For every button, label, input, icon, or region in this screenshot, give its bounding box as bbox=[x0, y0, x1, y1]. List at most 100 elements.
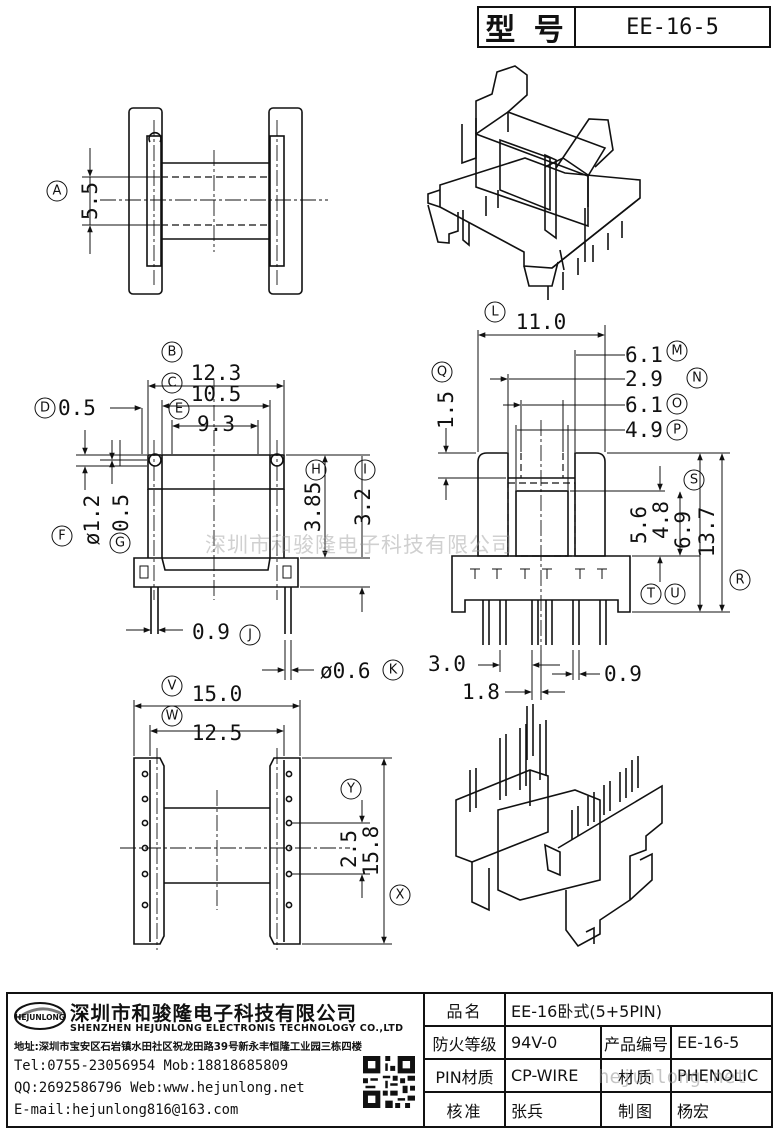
fire-rating-value: 94V-0 bbox=[506, 1027, 602, 1060]
dim-y-value: 2.5 bbox=[337, 830, 361, 868]
model-number: EE-16-5 bbox=[626, 14, 719, 40]
top-view bbox=[82, 107, 328, 295]
iso-view-top bbox=[427, 65, 641, 300]
dim-l-value: 11.0 bbox=[516, 310, 567, 334]
svg-text:C: C bbox=[167, 376, 176, 391]
model-label: 型 号 bbox=[479, 8, 576, 48]
side-view bbox=[76, 380, 370, 680]
dim-u-value: 6.9 bbox=[671, 511, 695, 549]
contact-web: QQ:2692586796 Web:www.hejunlong.net bbox=[14, 1080, 305, 1096]
svg-text:F: F bbox=[58, 529, 65, 544]
callout-e: E bbox=[168, 398, 190, 420]
callout-i: I bbox=[354, 459, 376, 481]
callout-y: Y bbox=[340, 778, 362, 800]
dim-t-value: 5.6 bbox=[627, 506, 651, 544]
company-name-en: SHENZHEN HEJUNLONG ELECTRONIS TECHNOLOGY… bbox=[70, 1023, 404, 1034]
callout-b: B bbox=[161, 341, 183, 363]
drafter-label: 制图 bbox=[602, 1093, 672, 1126]
dim-b-value: 12.3 bbox=[191, 361, 242, 385]
pin-material-value: CP-WIRE bbox=[506, 1060, 602, 1093]
contact-email: E-mail:hejunlong816@163.com bbox=[14, 1102, 239, 1118]
dim-p-value: 4.9 bbox=[625, 418, 663, 442]
title-block: HEJUNLONG 深圳市和骏隆电子科技有限公司 SHENZHEN HEJUNL… bbox=[6, 992, 773, 1128]
dim-r-value: 13.7 bbox=[695, 507, 719, 558]
dim-e-value: 9.3 bbox=[197, 412, 235, 436]
company-name-cn: 深圳市和骏隆电子科技有限公司 bbox=[70, 1002, 358, 1025]
dim-f-value: ø1.2 bbox=[80, 495, 104, 546]
spec-table: 品名 EE-16卧式(5+5PIN) 防火等级 94V-0 产品编号 EE-16… bbox=[425, 994, 771, 1126]
dim-i-value: 3.2 bbox=[351, 488, 375, 526]
fire-rating-label: 防火等级 bbox=[425, 1027, 506, 1060]
dim-w-value: 12.5 bbox=[192, 721, 243, 745]
svg-text:B: B bbox=[168, 345, 177, 360]
svg-text:O: O bbox=[672, 397, 682, 412]
contact-phones: Tel:0755-23056954 Mob:18818685809 bbox=[14, 1058, 288, 1074]
dim-h-value: 3.85 bbox=[301, 482, 325, 533]
svg-text:X: X bbox=[396, 888, 405, 903]
callout-k: K bbox=[382, 659, 404, 681]
dim-v-value: 15.0 bbox=[192, 682, 243, 706]
svg-text:W: W bbox=[166, 709, 179, 724]
svg-text:R: R bbox=[735, 573, 744, 588]
svg-text:U: U bbox=[670, 587, 680, 602]
svg-text:T: T bbox=[646, 587, 655, 602]
dim-pin-a-value: 3.0 bbox=[428, 652, 466, 676]
dim-s-value: 4.8 bbox=[649, 501, 673, 539]
reviewer-value: 张兵 bbox=[506, 1093, 602, 1126]
dim-k-value: ø0.6 bbox=[320, 659, 371, 683]
material-value: PHENOLIC bbox=[672, 1060, 771, 1093]
svg-text:P: P bbox=[673, 423, 681, 438]
svg-text:D: D bbox=[40, 401, 50, 416]
bottom-view bbox=[120, 700, 392, 950]
callout-f: F bbox=[51, 525, 73, 547]
svg-text:K: K bbox=[389, 663, 398, 678]
dim-m-value: 6.1 bbox=[625, 343, 663, 367]
dim-n-value: 2.9 bbox=[625, 367, 663, 391]
dim-d-value: 0.5 bbox=[58, 396, 96, 420]
contact-mob: Mob:18818685809 bbox=[163, 1058, 289, 1074]
material-label: 材质 bbox=[602, 1060, 672, 1093]
dim-x-value: 15.8 bbox=[359, 826, 383, 877]
callout-u: U bbox=[664, 583, 686, 605]
drafter-value: 杨宏 bbox=[677, 1101, 710, 1121]
dim-g-value: 0.5 bbox=[109, 494, 133, 532]
callout-n: N bbox=[686, 367, 708, 389]
callout-w: W bbox=[161, 705, 183, 727]
svg-text:G: G bbox=[115, 536, 125, 551]
callout-j: J bbox=[239, 624, 261, 646]
callout-v: V bbox=[161, 675, 183, 697]
callout-d: D bbox=[34, 397, 56, 419]
dim-c-value: 10.5 bbox=[191, 382, 242, 406]
svg-text:N: N bbox=[692, 371, 702, 386]
company-info: HEJUNLONG 深圳市和骏隆电子科技有限公司 SHENZHEN HEJUNL… bbox=[8, 994, 425, 1126]
contact-tel: Tel:0755-23056954 bbox=[14, 1058, 156, 1074]
callout-l: L bbox=[484, 301, 506, 323]
contact-qq: QQ:2692586796 bbox=[14, 1080, 122, 1096]
company-logo: HEJUNLONG bbox=[14, 1002, 66, 1030]
callout-t: T bbox=[640, 583, 662, 605]
contact-website: Web:www.hejunlong.net bbox=[130, 1080, 305, 1096]
callout-p: P bbox=[666, 419, 688, 441]
dim-j-value: 0.9 bbox=[192, 620, 230, 644]
svg-text:A: A bbox=[53, 184, 62, 199]
svg-text:L: L bbox=[491, 305, 499, 320]
pin-material-label: PIN材质 bbox=[425, 1060, 506, 1093]
svg-text:E: E bbox=[175, 402, 183, 417]
product-code-label: 产品编号 bbox=[602, 1027, 672, 1060]
svg-text:M: M bbox=[671, 344, 682, 359]
reviewer-label: 核准 bbox=[425, 1093, 506, 1126]
svg-text:I: I bbox=[363, 463, 367, 478]
product-name-value: EE-16卧式(5+5PIN) bbox=[506, 994, 771, 1027]
callout-r: R bbox=[729, 569, 751, 591]
callout-x: X bbox=[389, 884, 411, 906]
front-view bbox=[438, 325, 730, 700]
dim-pin-c-value: 0.9 bbox=[604, 662, 642, 686]
callout-c: C bbox=[161, 372, 183, 394]
callout-m: M bbox=[666, 340, 688, 362]
iso-view-bottom bbox=[455, 704, 663, 948]
dim-o-value: 6.1 bbox=[625, 393, 663, 417]
callout-o: O bbox=[666, 393, 688, 415]
svg-text:S: S bbox=[690, 473, 698, 488]
dim-a-value: 5.5 bbox=[78, 182, 102, 220]
